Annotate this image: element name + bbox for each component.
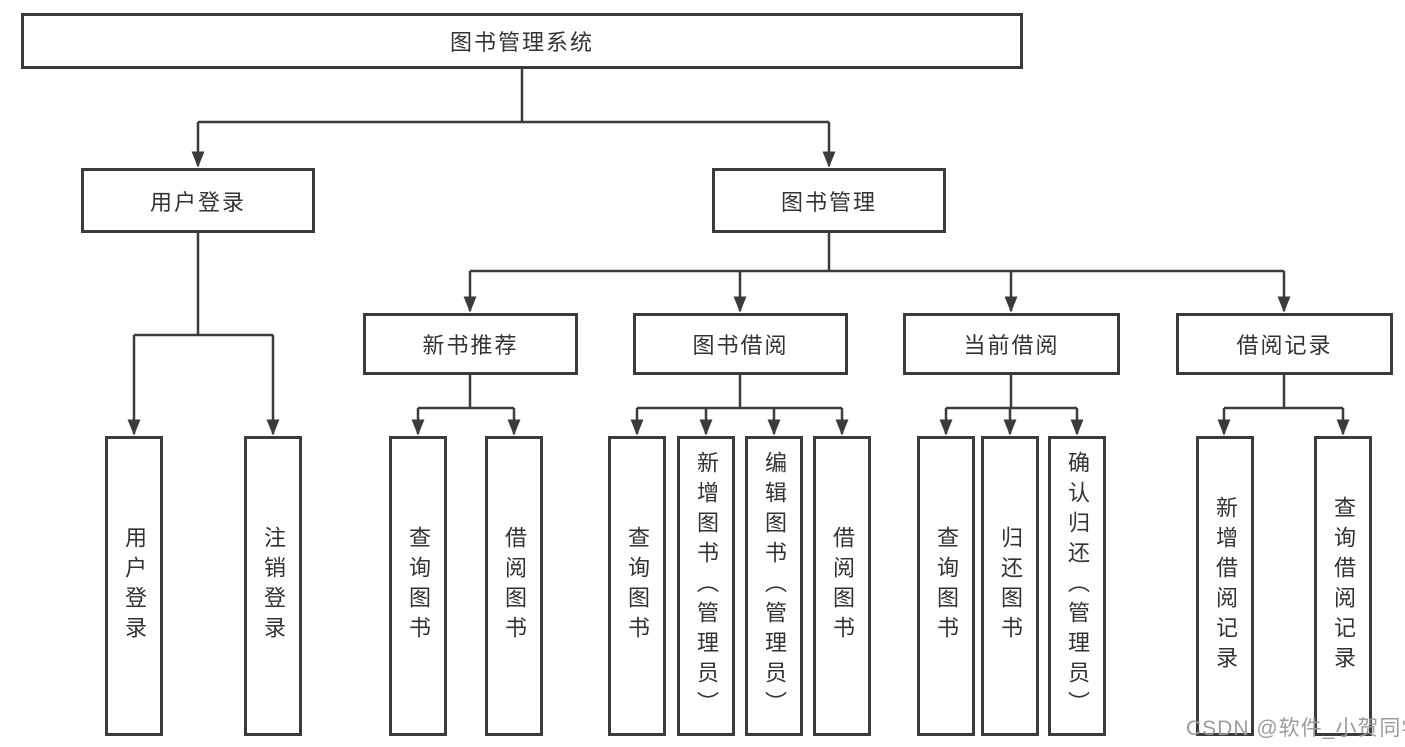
leaf-return-books: 归还图书: [981, 436, 1039, 736]
leaf-edit-books-admin: 编辑图书（管理员）: [745, 436, 803, 736]
node-label: 图书管理系统: [449, 30, 594, 55]
leaf-query-books-rec: 查询图书: [389, 436, 447, 736]
leaf-add-books-admin: 新增图书（管理员）: [677, 436, 735, 736]
leaf-user-login: 用户登录: [105, 436, 163, 736]
node-new-book-recommendation: 新书推荐: [363, 313, 578, 375]
leaf-query-borrow-record: 查询借阅记录: [1314, 436, 1372, 736]
leaf-borrow-books: 借阅图书: [813, 436, 871, 736]
node-label: 图书借阅: [692, 333, 789, 358]
node-library-management-system: 图书管理系统: [21, 13, 1023, 69]
node-borrowing-records: 借阅记录: [1176, 313, 1393, 375]
csdn-watermark: CSDN @软件_小贺同学: [1186, 717, 1405, 740]
node-label: 新书推荐: [422, 333, 519, 358]
node-label: 当前借阅: [963, 333, 1060, 358]
leaf-confirm-return-admin: 确认归还（管理员）: [1048, 436, 1106, 736]
leaf-add-borrow-record: 新增借阅记录: [1196, 436, 1254, 736]
leaf-borrow-books-rec: 借阅图书: [485, 436, 543, 736]
node-label: 用户登录: [149, 189, 246, 215]
leaf-query-books-current: 查询图书: [917, 436, 975, 736]
node-book-borrowing: 图书借阅: [633, 313, 848, 375]
connector-trunks: [134, 69, 1343, 410]
node-user-login: 用户登录: [81, 168, 315, 233]
node-label: 图书管理: [780, 189, 877, 215]
node-label: 借阅记录: [1236, 333, 1333, 358]
leaf-query-books-borrow: 查询图书: [608, 436, 666, 736]
node-book-management: 图书管理: [712, 168, 946, 233]
connector-arrows: [127, 122, 1350, 436]
node-current-borrowing: 当前借阅: [903, 313, 1120, 375]
leaf-logout: 注销登录: [244, 436, 302, 736]
